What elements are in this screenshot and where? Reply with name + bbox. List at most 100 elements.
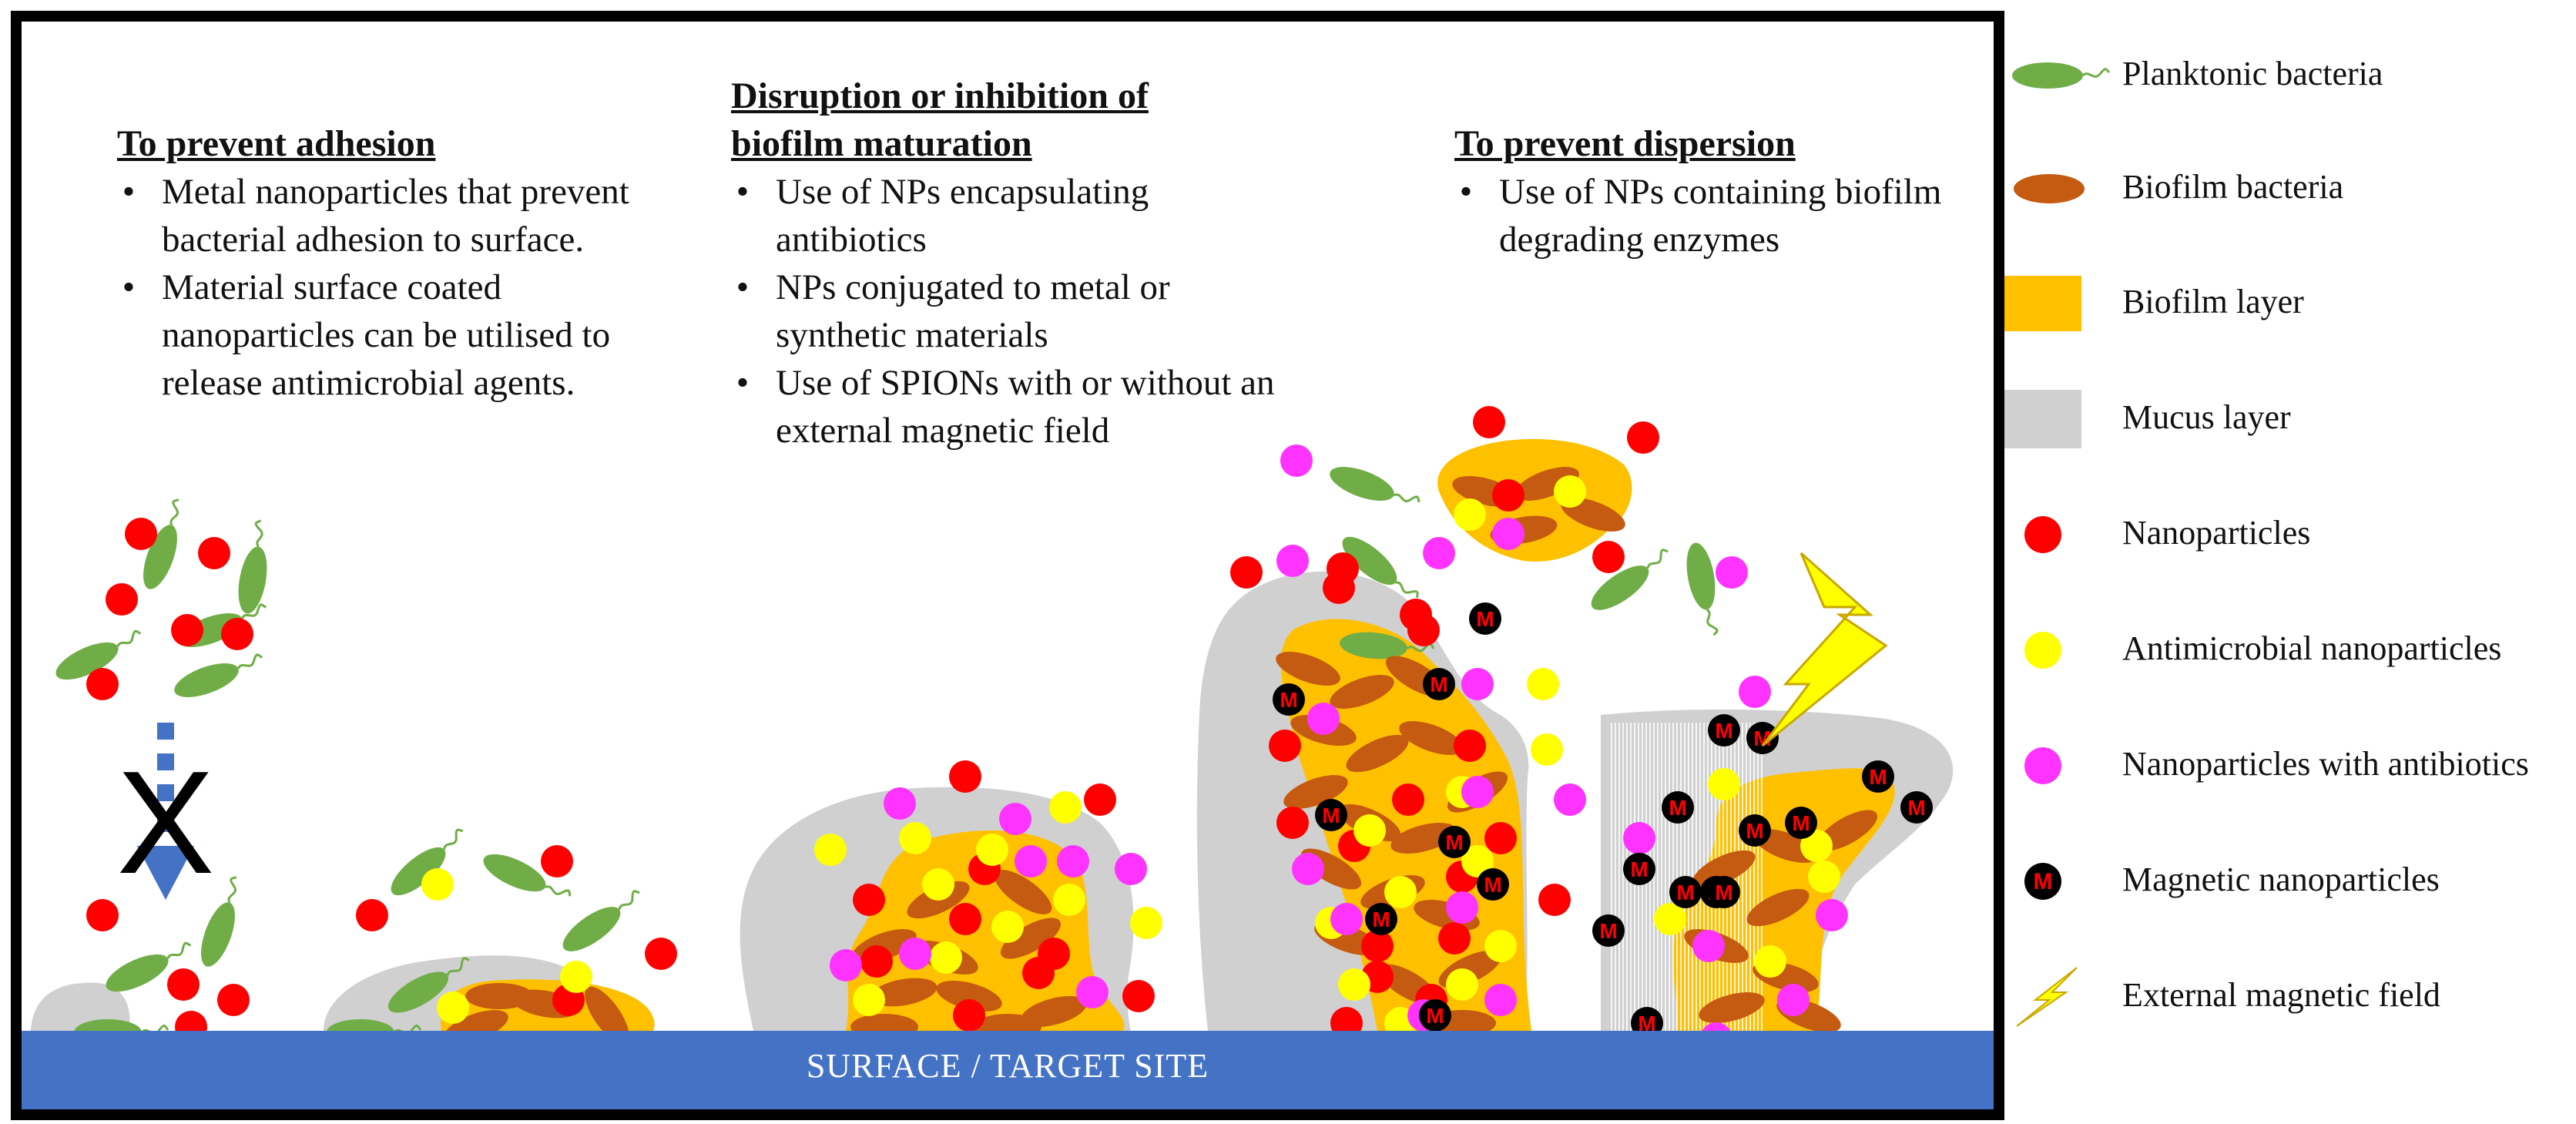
legend-item: Nanoparticles with antibiotics xyxy=(2003,735,2573,797)
biofilm-bacteria xyxy=(1746,888,1810,927)
diagram-scene: MMMMMMMMMMMMMMMMMMMMM X xyxy=(31,406,1954,1055)
biofilm-bacteria-body xyxy=(1000,918,1062,959)
antimicrobial-nanoparticle xyxy=(922,868,954,901)
antimicrobial-nanoparticle xyxy=(814,834,847,866)
biofilm-bacteria-body xyxy=(1330,675,1394,709)
antibiotic-nanoparticle xyxy=(1716,556,1748,589)
nanoparticle xyxy=(1038,938,1070,970)
flagellum xyxy=(169,498,179,526)
nanoparticle xyxy=(1592,541,1625,573)
biofilm-bacteria xyxy=(1346,734,1409,773)
flagellum xyxy=(1393,493,1420,503)
planktonic-bacteria xyxy=(106,941,192,992)
magnetic-nanoparticle-core xyxy=(1623,853,1655,885)
legend-item: M Magnetic nanoparticles xyxy=(2003,851,2573,912)
maturation-bullets: Use of NPs encapsulating antibiotics NPs… xyxy=(731,168,1286,455)
planktonic-bacteria xyxy=(387,957,470,1013)
magnetic-marker: M xyxy=(1599,919,1617,943)
antibiotic-nanoparticle xyxy=(1777,984,1810,1016)
antibiotic-nanoparticle xyxy=(1057,845,1089,877)
planktonic-bacteria xyxy=(143,498,179,589)
planktonic-bacteria-body xyxy=(1686,542,1716,610)
planktonic-bacteria xyxy=(1330,467,1420,503)
planktonic-bacteria-body xyxy=(483,854,546,892)
magnetic-marker: M xyxy=(1630,857,1648,881)
magnetic-marker: M xyxy=(1869,765,1887,789)
lightning-bolt-icon xyxy=(1761,552,1888,747)
biofilm-bacteria xyxy=(936,981,1002,1012)
maturation-bullet: NPs conjugated to metal or synthetic mat… xyxy=(731,263,1286,359)
magnetic-nanoparticle-core xyxy=(1739,814,1771,847)
magnetic-marker: M xyxy=(1753,726,1771,750)
antimicrobial-nanoparticle xyxy=(1130,907,1162,939)
antimicrobial-nanoparticle xyxy=(853,984,885,1016)
antibiotic-nanoparticle xyxy=(830,949,862,981)
magnetic-marker: M xyxy=(1372,908,1390,931)
magnetic-marker: M xyxy=(1792,811,1810,835)
legend-item: Nanoparticles xyxy=(2003,504,2573,565)
antimicrobial-nanoparticle xyxy=(1654,903,1686,935)
nanoparticle xyxy=(1473,406,1505,438)
magnetic-nanoparticle-icon: M xyxy=(2024,863,2061,900)
flagellum xyxy=(1406,643,1435,653)
magnetic-marker: M xyxy=(1476,607,1494,631)
legend-label: Antimicrobial nanoparticles xyxy=(2122,629,2502,667)
flagellum xyxy=(240,603,267,619)
antimicrobial-nanoparticle xyxy=(1808,861,1840,893)
planktonic-bacteria-body xyxy=(106,954,169,992)
flagellum xyxy=(227,876,237,904)
biofilm-bacteria xyxy=(994,870,1052,914)
surface-label: SURFACE / TARGET SITE xyxy=(806,1047,1209,1085)
adhesion-bullets: Metal nanoparticles that prevent bacteri… xyxy=(117,168,672,407)
planktonic-bacteria xyxy=(174,653,263,697)
planktonic-bacteria-body xyxy=(238,546,267,614)
nanoparticle xyxy=(541,845,573,877)
biofilm-bacteria-body xyxy=(1346,734,1409,773)
nanoparticle xyxy=(125,518,157,550)
legend-label: Magnetic nanoparticles xyxy=(2122,861,2440,898)
nanoparticle xyxy=(1323,572,1355,604)
legend-item: Biofilm layer xyxy=(2003,273,2573,334)
planktonic-bacteria xyxy=(1340,632,1435,659)
antimicrobial-nanoparticle xyxy=(1531,733,1563,766)
antimicrobial-nanoparticle xyxy=(437,991,469,1024)
antimicrobial-nanoparticle xyxy=(1461,845,1494,877)
legend-label: Biofilm bacteria xyxy=(2122,168,2344,206)
nanoparticle xyxy=(1627,421,1659,454)
magnetic-nanoparticle: M xyxy=(1273,683,1305,716)
magnetic-nanoparticle-core xyxy=(1862,760,1894,793)
antimicrobial-nanoparticle xyxy=(1754,945,1786,978)
adhesion-heading: To prevent adhesion xyxy=(117,123,436,164)
flagellum xyxy=(618,890,640,911)
biofilm-layer xyxy=(1437,438,1632,562)
nanoparticle xyxy=(86,668,119,700)
magnetic-nanoparticle: M xyxy=(1669,876,1702,908)
biofilm-bacteria-body xyxy=(1276,652,1340,686)
legend: Planktonic bacteria Biofilm bacteria Bio… xyxy=(2003,31,2573,1094)
nanoparticle xyxy=(171,614,203,646)
biofilm-bacteria xyxy=(1561,498,1625,532)
magnetic-marker: M xyxy=(1669,796,1686,820)
maturation-panel: Disruption or inhibition of biofilm matu… xyxy=(731,72,1286,455)
biofilm-bacteria-body xyxy=(936,981,1002,1012)
magnetic-marker: M xyxy=(1445,830,1463,854)
magnetic-marker: M xyxy=(1322,804,1340,827)
planktonic-bacteria xyxy=(1686,542,1719,636)
planktonic-bacteria-body xyxy=(201,902,235,967)
antibiotic-nanoparticle xyxy=(884,787,916,820)
dispersion-bullet: Use of NPs containing biofilm degrading … xyxy=(1454,168,1947,263)
magnetic-nanoparticle-core xyxy=(1662,791,1694,824)
legend-label: Planktonic bacteria xyxy=(2122,55,2383,92)
magnetic-nanoparticle: M xyxy=(1477,868,1509,901)
biofilm-bacteria xyxy=(1283,775,1348,809)
antimicrobial-nanoparticle xyxy=(1708,768,1740,800)
antibiotic-nanoparticle xyxy=(1484,984,1517,1016)
biofilm-bacteria-body xyxy=(1283,775,1348,809)
nanoparticle xyxy=(86,899,119,931)
dashed-arrow-segment xyxy=(157,815,174,832)
antimicrobial-nanoparticle xyxy=(1053,884,1085,916)
nanoparticle xyxy=(1492,479,1524,512)
nanoparticle xyxy=(853,884,885,916)
adhesion-bullet: Material surface coated nanoparticles ca… xyxy=(117,263,672,407)
biofilm-bacteria-body xyxy=(1753,829,1818,863)
